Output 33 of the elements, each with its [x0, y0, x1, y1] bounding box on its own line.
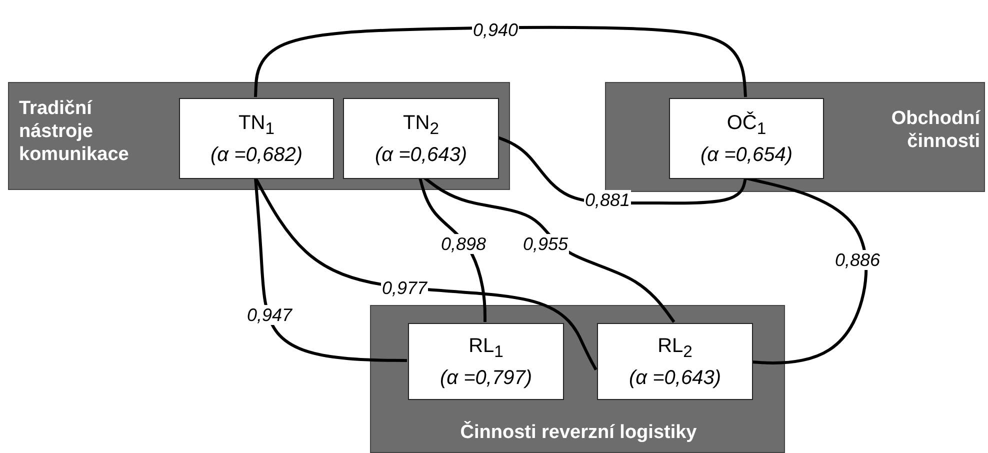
- edge-label: 0,947: [246, 305, 294, 325]
- construct-name: TN$_{1}$: [238, 110, 274, 140]
- reliability-value: (α =0,643): [628, 366, 721, 390]
- group-panel: [605, 82, 985, 192]
- correlation-line: [254, 178, 407, 362]
- construct-box: [343, 98, 499, 179]
- edge-label: 0,898: [440, 234, 488, 254]
- edge-label: 0,881: [584, 190, 632, 210]
- construct-box: [179, 98, 334, 179]
- edge-label: 0,977: [381, 278, 428, 298]
- edge-label: 0,955: [522, 234, 570, 254]
- correlation-line: [254, 177, 598, 370]
- group-panel: [8, 82, 510, 190]
- group-title: Tradiční nástroje komunikace: [19, 97, 130, 166]
- construct-box: [669, 98, 824, 179]
- construct-name: RL$_{2}$: [658, 334, 692, 362]
- correlation-line: [745, 176, 868, 365]
- group-title: Obchodní činnosti: [890, 107, 980, 153]
- construct-box: [408, 323, 564, 400]
- edge-label: 0,940: [472, 20, 520, 40]
- reliability-value: (α =0,654): [700, 142, 792, 168]
- construct-name: RL$_{1}$: [468, 334, 504, 362]
- construct-box: [597, 323, 753, 400]
- reliability-value: (α =0,797): [440, 366, 532, 390]
- group-panel: [370, 305, 785, 453]
- construct-name: OČ$_{1}$: [726, 110, 766, 140]
- construct-name: TN$_{2}$: [403, 110, 439, 140]
- reliability-value: (α =0,643): [374, 142, 467, 168]
- reliability-value: (α =0,682): [210, 142, 302, 168]
- correlation-line: [254, 26, 747, 98]
- edge-label: 0,886: [834, 250, 882, 270]
- group-title: Činnosti reverzní logistiky: [459, 421, 698, 444]
- correlation-line: [424, 176, 676, 323]
